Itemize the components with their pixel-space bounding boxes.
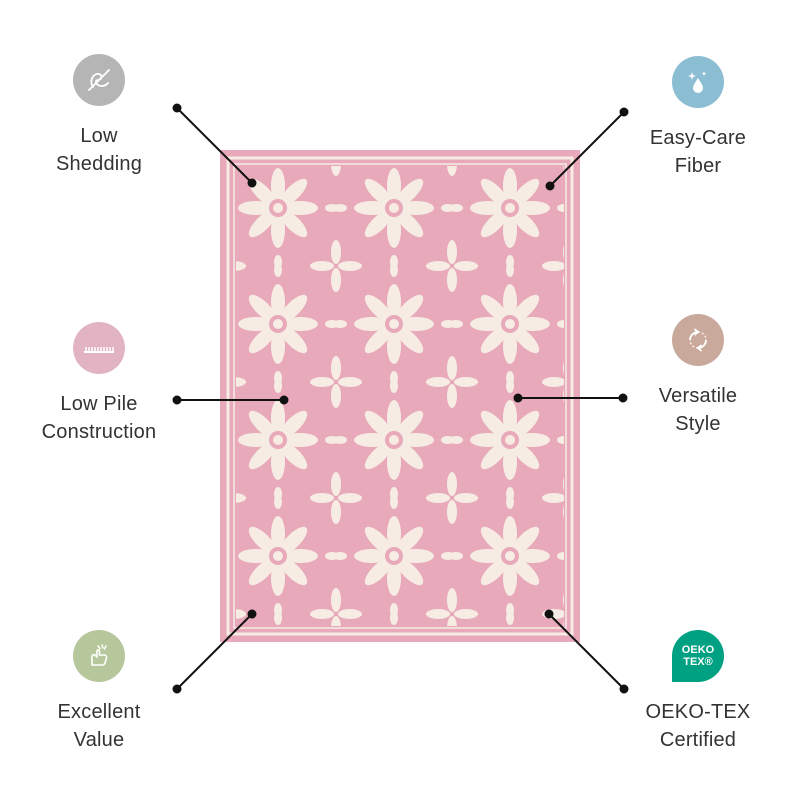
feature-label-line2: Shedding — [55, 153, 143, 175]
oeko-tex-badge-icon: OEKO TEX® — [672, 630, 724, 682]
feature-label: Versatile Style — [613, 382, 783, 438]
feature-label: Excellent Value — [14, 698, 184, 754]
feature-low-shedding: Low Shedding — [14, 54, 184, 178]
feature-label-line1: OEKO-TEX — [645, 701, 751, 723]
feature-low-pile-construction: Low Pile Construction — [14, 322, 184, 446]
feature-label-line2: Construction — [41, 421, 157, 443]
callout-lines — [172, 103, 629, 694]
rotate-arrows-icon — [672, 314, 724, 366]
feature-label: Low Shedding — [14, 122, 184, 178]
feature-label: Easy-Care Fiber — [613, 124, 783, 180]
feature-label: Low Pile Construction — [14, 390, 184, 446]
feature-label-line1: Excellent — [57, 701, 141, 723]
feature-label-line1: Low — [80, 125, 118, 147]
feature-label-line2: Certified — [659, 729, 737, 751]
feature-label-line2: Value — [73, 729, 125, 751]
feature-label-line1: Versatile — [658, 385, 738, 407]
oeko-badge-line1: OEKO — [681, 644, 715, 656]
oeko-badge-line2: TEX® — [683, 656, 713, 668]
no-shedding-icon — [73, 54, 125, 106]
feature-label-line2: Style — [675, 413, 721, 435]
rug — [220, 150, 580, 642]
hand-value-icon — [73, 630, 125, 682]
feature-oeko-tex-certified: OEKO TEX® OEKO-TEX Certified — [613, 630, 783, 754]
feature-easy-care-fiber: Easy-Care Fiber — [613, 56, 783, 180]
water-drop-sparkle-icon — [672, 56, 724, 108]
pile-texture-icon — [73, 322, 125, 374]
feature-label-line1: Easy-Care — [649, 127, 747, 149]
feature-label-line1: Low Pile — [60, 393, 138, 415]
feature-label: OEKO-TEX Certified — [613, 698, 783, 754]
feature-versatile-style: Versatile Style — [613, 314, 783, 438]
feature-excellent-value: Excellent Value — [14, 630, 184, 754]
feature-label-line2: Fiber — [674, 155, 722, 177]
